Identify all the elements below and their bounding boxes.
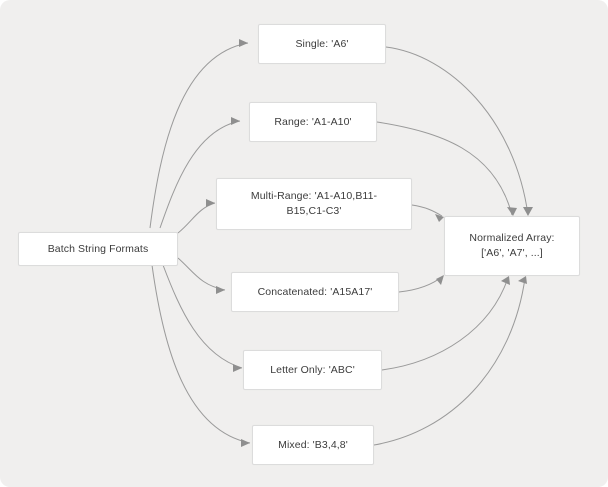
arrowhead-target-from-single xyxy=(523,207,533,216)
arrowhead-single xyxy=(239,39,248,47)
node-batch-string-formats[interactable]: Batch String Formats xyxy=(18,232,178,266)
arrowhead-concatenated xyxy=(216,286,225,294)
edge-source-to-concatenated xyxy=(177,257,226,291)
arrowhead-target-from-mixed xyxy=(518,276,527,284)
node-single[interactable]: Single: 'A6' xyxy=(258,24,386,64)
node-label-letter-only: Letter Only: 'ABC' xyxy=(270,363,355,376)
node-label-multi-range: Multi-Range: 'A1-A10,B11- B15,C1-C3' xyxy=(250,190,378,217)
node-label-batch-string-formats: Batch String Formats xyxy=(47,242,149,255)
edge-concatenated-to-target xyxy=(398,275,444,293)
arrowhead-target-from-letteronly xyxy=(501,276,510,285)
node-concatenated[interactable]: Concatenated: 'A15A17' xyxy=(231,272,399,312)
node-label-single: Single: 'A6' xyxy=(295,37,349,50)
node-label-mixed: Mixed: 'B3,4,8' xyxy=(278,438,348,451)
arrowhead-target-from-multirange xyxy=(435,214,444,222)
node-letter-only[interactable]: Letter Only: 'ABC' xyxy=(243,350,382,390)
arrowhead-letteronly xyxy=(233,364,242,372)
arrowhead-mixed xyxy=(241,439,250,447)
arrowhead-target-from-concatenated xyxy=(436,275,444,285)
node-label-normalized-array: Normalized Array: ['A6', 'A7', ...] xyxy=(469,232,555,259)
arrowhead-multirange xyxy=(206,199,215,207)
node-multi-range[interactable]: Multi-Range: 'A1-A10,B11- B15,C1-C3' xyxy=(216,178,412,230)
node-label-concatenated: Concatenated: 'A15A17' xyxy=(257,285,373,298)
node-label-range: Range: 'A1-A10' xyxy=(274,115,352,128)
node-mixed[interactable]: Mixed: 'B3,4,8' xyxy=(252,425,374,465)
arrowhead-range xyxy=(231,117,240,125)
node-range[interactable]: Range: 'A1-A10' xyxy=(249,102,377,142)
edge-multirange-to-target xyxy=(411,204,443,217)
arrowhead-target-from-range xyxy=(507,207,517,216)
edge-letteronly-to-target xyxy=(381,277,509,371)
node-normalized-array[interactable]: Normalized Array: ['A6', 'A7', ...] xyxy=(444,216,580,276)
edge-source-to-multirange xyxy=(177,202,216,234)
